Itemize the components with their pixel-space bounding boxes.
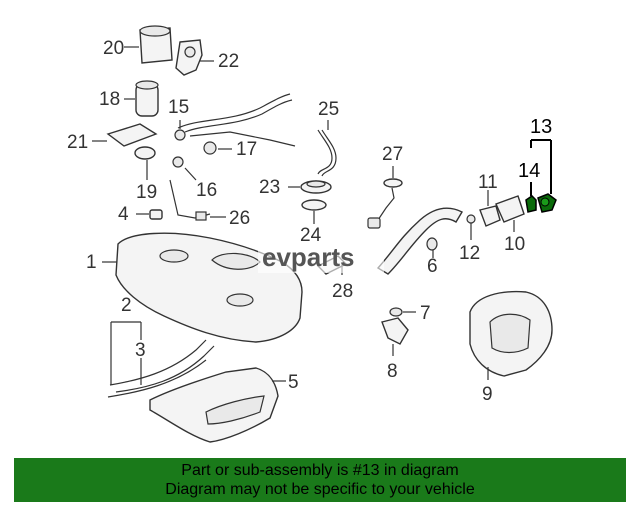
info-banner: Part or sub-assembly is #13 in diagram D… (14, 458, 626, 502)
callout-11: 11 (478, 172, 498, 193)
callout-3: 3 (135, 340, 146, 361)
callout-27: 27 (382, 144, 403, 165)
callout-14: 14 (518, 160, 540, 182)
part-20-illustration[interactable] (124, 25, 173, 64)
logo-text: evparts (262, 242, 355, 272)
callout-21: 21 (67, 132, 88, 153)
banner-line-2: Diagram may not be specific to your vehi… (165, 481, 475, 498)
callout-20: 20 (103, 38, 124, 59)
callout-1: 1 (86, 252, 97, 273)
callout-17: 17 (236, 139, 257, 160)
callout-19: 19 (136, 182, 157, 203)
part-18-illustration[interactable] (124, 80, 159, 117)
callout-2: 2 (121, 295, 132, 316)
callout-25: 25 (318, 99, 339, 120)
callout-18: 18 (99, 89, 120, 110)
part-10-11-12-illustration[interactable] (466, 190, 525, 240)
part-13-14-illustration[interactable] (525, 139, 557, 213)
callout-9: 9 (482, 384, 493, 405)
part-4-26-illustration[interactable] (136, 179, 226, 221)
part-9-liner[interactable] (469, 290, 553, 380)
part-21-illustration[interactable] (92, 123, 158, 147)
evparts-logo: evparts (258, 242, 384, 273)
part-2-3-straps[interactable] (107, 321, 215, 398)
part-22-illustration[interactable] (175, 39, 214, 76)
callout-4: 4 (118, 204, 129, 225)
callout-12: 12 (459, 243, 480, 264)
callout-15: 15 (168, 97, 189, 118)
part-1-fuel-tank[interactable] (102, 232, 303, 343)
callout-23: 23 (259, 177, 280, 198)
part-7-8-illustration[interactable] (381, 307, 416, 356)
part-23-24-illustration[interactable] (288, 180, 332, 224)
callout-5: 5 (288, 372, 299, 393)
part-27-illustration[interactable] (367, 166, 403, 229)
callout-6: 6 (427, 256, 438, 277)
callout-24: 24 (300, 225, 322, 246)
callout-8: 8 (387, 361, 398, 382)
callout-16: 16 (196, 180, 217, 201)
part-6-illustration[interactable] (376, 207, 463, 275)
part-25-illustration[interactable] (317, 120, 337, 177)
callout-26: 26 (229, 208, 250, 229)
part-5-protector[interactable] (149, 367, 286, 443)
callout-22: 22 (218, 51, 239, 72)
callout-7: 7 (420, 303, 431, 324)
banner-line-1: Part or sub-assembly is #13 in diagram (181, 462, 459, 479)
fuel-system-diagram: 20 22 18 15 21 17 19 16 4 26 25 23 24 27… (67, 25, 557, 443)
callout-13[interactable]: 13 (530, 116, 552, 138)
callout-28: 28 (332, 281, 353, 302)
callout-10: 10 (504, 234, 525, 255)
fuel-line-assembly[interactable] (134, 93, 296, 181)
